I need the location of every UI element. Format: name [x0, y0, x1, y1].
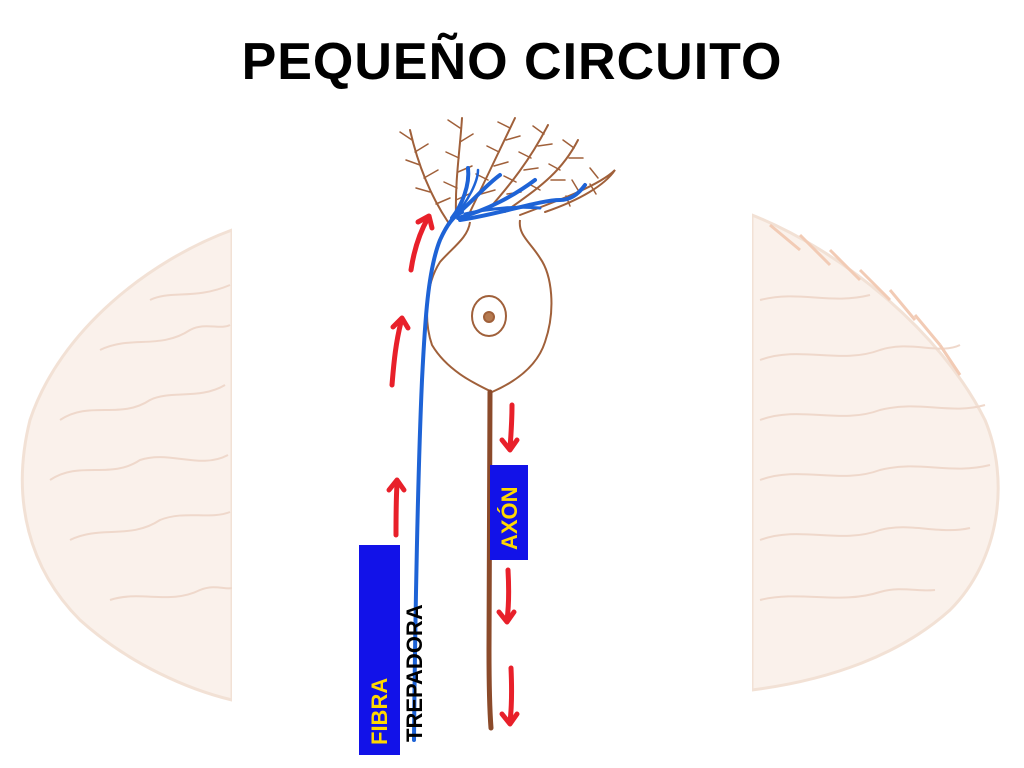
left-lobe	[20, 227, 234, 702]
dendrite-spines	[399, 119, 599, 207]
climbing-fiber	[412, 166, 587, 742]
nucleus	[471, 295, 507, 337]
red-arrow-icon	[499, 665, 520, 727]
right-cortex-stripes	[769, 223, 962, 376]
label-box-axon	[490, 465, 528, 560]
red-arrow-icon	[496, 567, 517, 625]
red-arrow-icon	[389, 315, 411, 388]
label-box-fibra	[359, 545, 400, 755]
label-fibra: FIBRA	[367, 678, 392, 745]
label-trepadora: TREPADORA	[402, 604, 427, 742]
dendritic-tree	[399, 117, 616, 223]
red-arrow-icon	[408, 213, 435, 273]
cerebellum-background	[20, 212, 1000, 702]
nucleolus	[483, 311, 495, 323]
axon-arrows	[496, 402, 520, 727]
label-axon-text: AXÓN	[497, 486, 522, 550]
label-axon: AXÓN	[490, 465, 528, 560]
right-folia	[759, 294, 991, 601]
left-folia	[49, 284, 233, 601]
red-arrow-icon	[499, 402, 520, 453]
red-arrow-icon	[386, 477, 407, 538]
axon	[486, 389, 494, 731]
right-lobe	[750, 212, 1000, 692]
climbing-fiber-arrows	[386, 213, 435, 538]
slide-title: PEQUEÑO CIRCUITO	[241, 33, 783, 91]
label-fibra-trepadora: FIBRA TREPADORA	[359, 545, 427, 755]
